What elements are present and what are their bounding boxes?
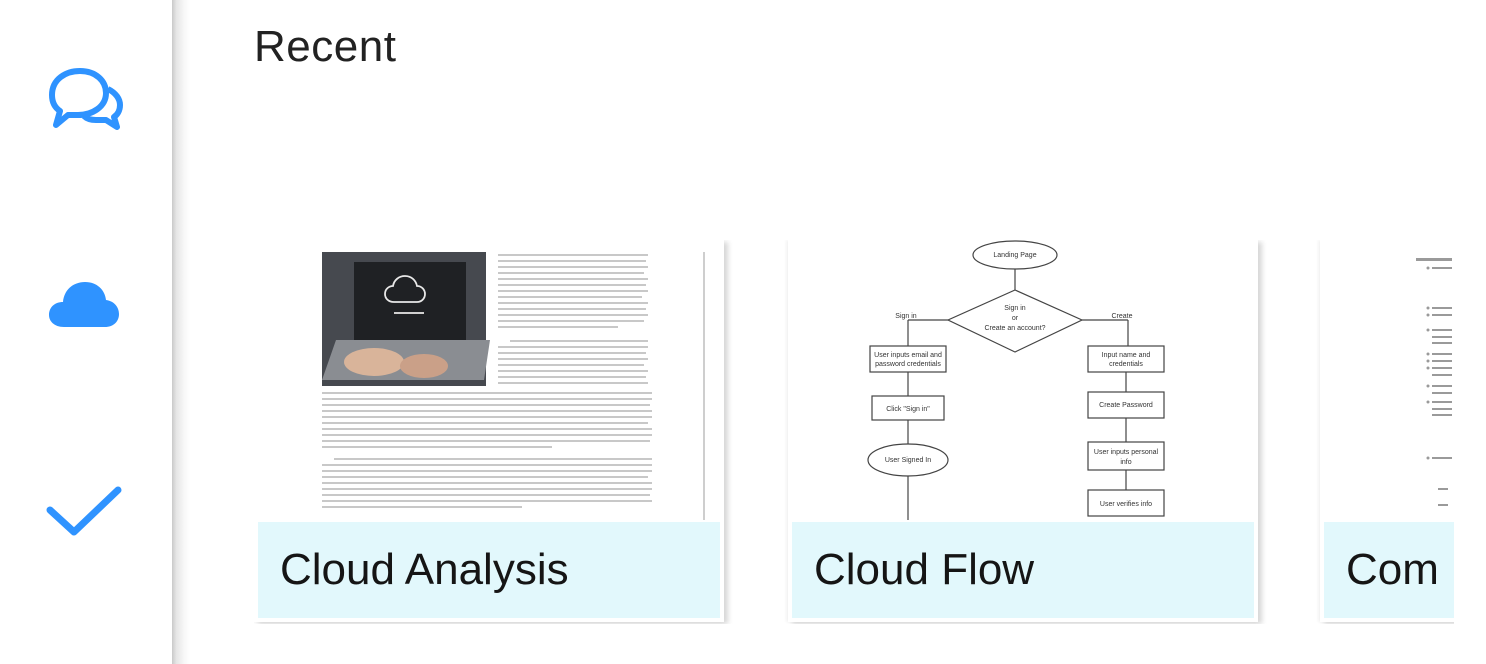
checkmark-icon[interactable] <box>36 480 132 542</box>
flow-left-step-1a: User inputs email and <box>874 352 942 359</box>
flow-start-text: Landing Page <box>993 252 1036 259</box>
card-label-bar: Cloud Analysis <box>258 522 720 618</box>
flow-decision-line1: Sign in <box>1004 305 1026 312</box>
document-thumbnail <box>254 240 724 520</box>
flow-left-step-1b: password credentials <box>875 361 941 368</box>
flow-decision-line2: or <box>1012 315 1019 322</box>
card-label-bar: Cloud Flow <box>792 522 1254 618</box>
cloud-icon[interactable] <box>36 276 132 332</box>
flow-right-step-3b: info <box>1120 459 1131 466</box>
flow-decision-line3: Create an account? <box>984 325 1045 332</box>
card-title: Cloud Analysis <box>280 545 569 594</box>
section-title: Recent <box>254 22 397 71</box>
sidebar <box>0 0 172 664</box>
flow-right-step-3a: User inputs personal <box>1094 449 1159 456</box>
flowchart-thumbnail: Landing Page Sign in or Create an accoun… <box>788 240 1258 520</box>
flow-right-step-1b: credentials <box>1109 361 1143 368</box>
flow-right-step-2: Create Password <box>1099 402 1153 409</box>
flow-right-step-1a: Input name and <box>1102 352 1151 359</box>
recent-cards: Cloud Analysis <box>254 240 1454 624</box>
sidebar-divider <box>172 0 190 664</box>
card-title: Cloud Flow <box>814 545 1035 594</box>
recent-card[interactable]: Landing Page Sign in or Create an accoun… <box>788 240 1258 622</box>
flow-right-branch-label: Create <box>1111 313 1132 320</box>
flow-right-step-4: User verifies info <box>1100 501 1152 508</box>
card-label-bar: Com <box>1324 522 1454 618</box>
chat-bubbles-icon[interactable] <box>36 62 132 134</box>
recent-card[interactable]: Com <box>1320 240 1454 622</box>
flow-left-step-2: Click "Sign in" <box>886 406 930 413</box>
document-thumbnail <box>1320 240 1454 520</box>
recent-card[interactable]: Cloud Analysis <box>254 240 724 622</box>
flow-left-step-3: User Signed In <box>885 457 931 464</box>
card-title: Com <box>1346 545 1439 594</box>
flow-left-branch-label: Sign in <box>895 313 917 320</box>
